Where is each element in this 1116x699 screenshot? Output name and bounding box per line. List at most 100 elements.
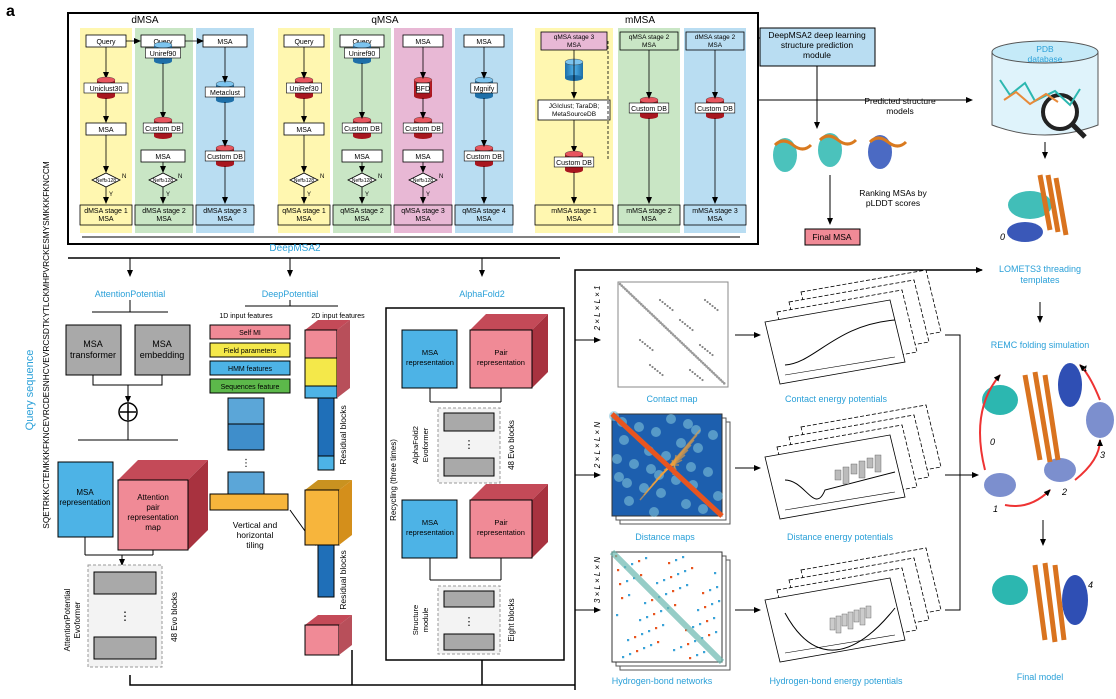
feature-seq: Sequences feature <box>221 384 280 391</box>
predicted-model-1 <box>773 138 797 172</box>
svg-text:Neff≥128: Neff≥128 <box>294 178 314 184</box>
hbond-dim: 3 × L × L × N <box>593 557 602 603</box>
msa-transformer-box <box>65 324 122 376</box>
svg-text:Query: Query <box>294 39 314 46</box>
svg-text:MSA: MSA <box>415 154 431 161</box>
svg-text:MSA: MSA <box>354 154 370 161</box>
distance-dim: 2 × L × L × N <box>593 422 602 469</box>
af-evo-blocks: 48 Evo blocks <box>507 420 516 470</box>
eight-blocks: Eight blocks <box>507 598 516 641</box>
af-pair-cube-2 <box>469 484 548 559</box>
deeppotential-title: DeepPotential <box>262 289 319 299</box>
panel-letter: a <box>6 3 15 20</box>
remc-num-2: 2 <box>1061 487 1067 497</box>
af-dots-2: ⋮ <box>464 616 475 628</box>
svg-text:Custom DB: Custom DB <box>631 106 667 113</box>
final-model-structure <box>992 562 1088 643</box>
deepmsa-frame <box>67 12 759 245</box>
att-pair-rep-cube <box>117 460 208 551</box>
mmsa-title: mMSA <box>625 15 655 26</box>
af-pair-cube-1 <box>469 314 548 389</box>
f2d-label: 2D input features <box>311 313 365 320</box>
feature-hmm: HMM features <box>228 366 272 373</box>
lomets-index: 0 <box>1000 232 1005 242</box>
svg-text:Query: Query <box>96 39 116 46</box>
lomets-structure <box>1007 174 1069 242</box>
query-label: Query sequence <box>24 350 36 431</box>
svg-text:Custom DB: Custom DB <box>344 126 380 133</box>
alphafold-title: AlphaFold2 <box>459 289 505 299</box>
distance-energy-label: Distance energy potentials <box>787 532 894 542</box>
res-blocks-2: Residual blocks <box>338 550 348 610</box>
remc-num-3: 3 <box>1100 450 1105 460</box>
res-blocks-1: Residual blocks <box>338 405 348 465</box>
svg-text:Y: Y <box>426 192 430 198</box>
svg-text:Custom DB: Custom DB <box>405 126 441 133</box>
svg-text:N: N <box>320 174 324 180</box>
remc-structure <box>979 363 1114 507</box>
af-evoformer-label: AlphaFold2Evoformer <box>411 426 430 464</box>
att-dots: ⋮ <box>119 609 131 623</box>
query-sequence: SQETRKKCTEMKKKFKNCEVRCDESNHCVEVRCSDTKYTL… <box>41 161 51 529</box>
att-blocks-label: 48 Evo blocks <box>170 592 179 642</box>
svg-text:MSA: MSA <box>155 154 171 161</box>
final-model-index: 4 <box>1088 580 1093 590</box>
af-dots-1: ⋮ <box>464 439 475 451</box>
dmsa-title: dMSA <box>131 15 159 26</box>
svg-text:Neff≥128: Neff≥128 <box>352 178 372 184</box>
dp-2d-stack <box>304 320 352 656</box>
svg-text:MSA: MSA <box>296 127 312 134</box>
svg-text:Neff≥128: Neff≥128 <box>153 178 173 184</box>
remc-title: REMC folding simulation <box>991 340 1090 350</box>
hbond-label: Hydrogen-bond networks <box>612 676 713 686</box>
contact-dim: 2 × L × L × 1 <box>593 286 602 332</box>
svg-text:N: N <box>178 174 182 180</box>
pdb-database <box>991 40 1099 139</box>
alphafold-frame <box>385 307 565 661</box>
svg-text:MSA: MSA <box>98 127 114 134</box>
structure-module-label: Structuremodule <box>411 605 430 635</box>
remc-num-0: 0 <box>990 437 995 447</box>
distance-label: Distance maps <box>635 532 695 542</box>
att-evoformer-label: AttentionPotentialEvoformer <box>63 588 82 651</box>
msa-embedding-box <box>134 324 191 376</box>
svg-text:Y: Y <box>365 192 369 198</box>
svg-text:Uniref90: Uniref90 <box>349 51 376 58</box>
energy-panels <box>764 269 942 663</box>
svg-text:Y: Y <box>109 192 113 198</box>
attention-title: AttentionPotential <box>95 289 166 299</box>
hbond-energy-label: Hydrogen-bond energy potentials <box>769 676 903 686</box>
predicted-structures <box>773 133 908 172</box>
svg-text:Uniref90: Uniref90 <box>150 51 177 58</box>
final-msa-box <box>804 228 861 246</box>
remc-num-1: 1 <box>993 504 998 514</box>
qmsa-title: qMSA <box>371 15 399 26</box>
svg-text:Neff≥128: Neff≥128 <box>413 178 433 184</box>
svg-text:Uniclust30: Uniclust30 <box>90 86 123 93</box>
predicted-model-2 <box>818 133 842 167</box>
svg-text:Custom DB: Custom DB <box>556 160 592 167</box>
